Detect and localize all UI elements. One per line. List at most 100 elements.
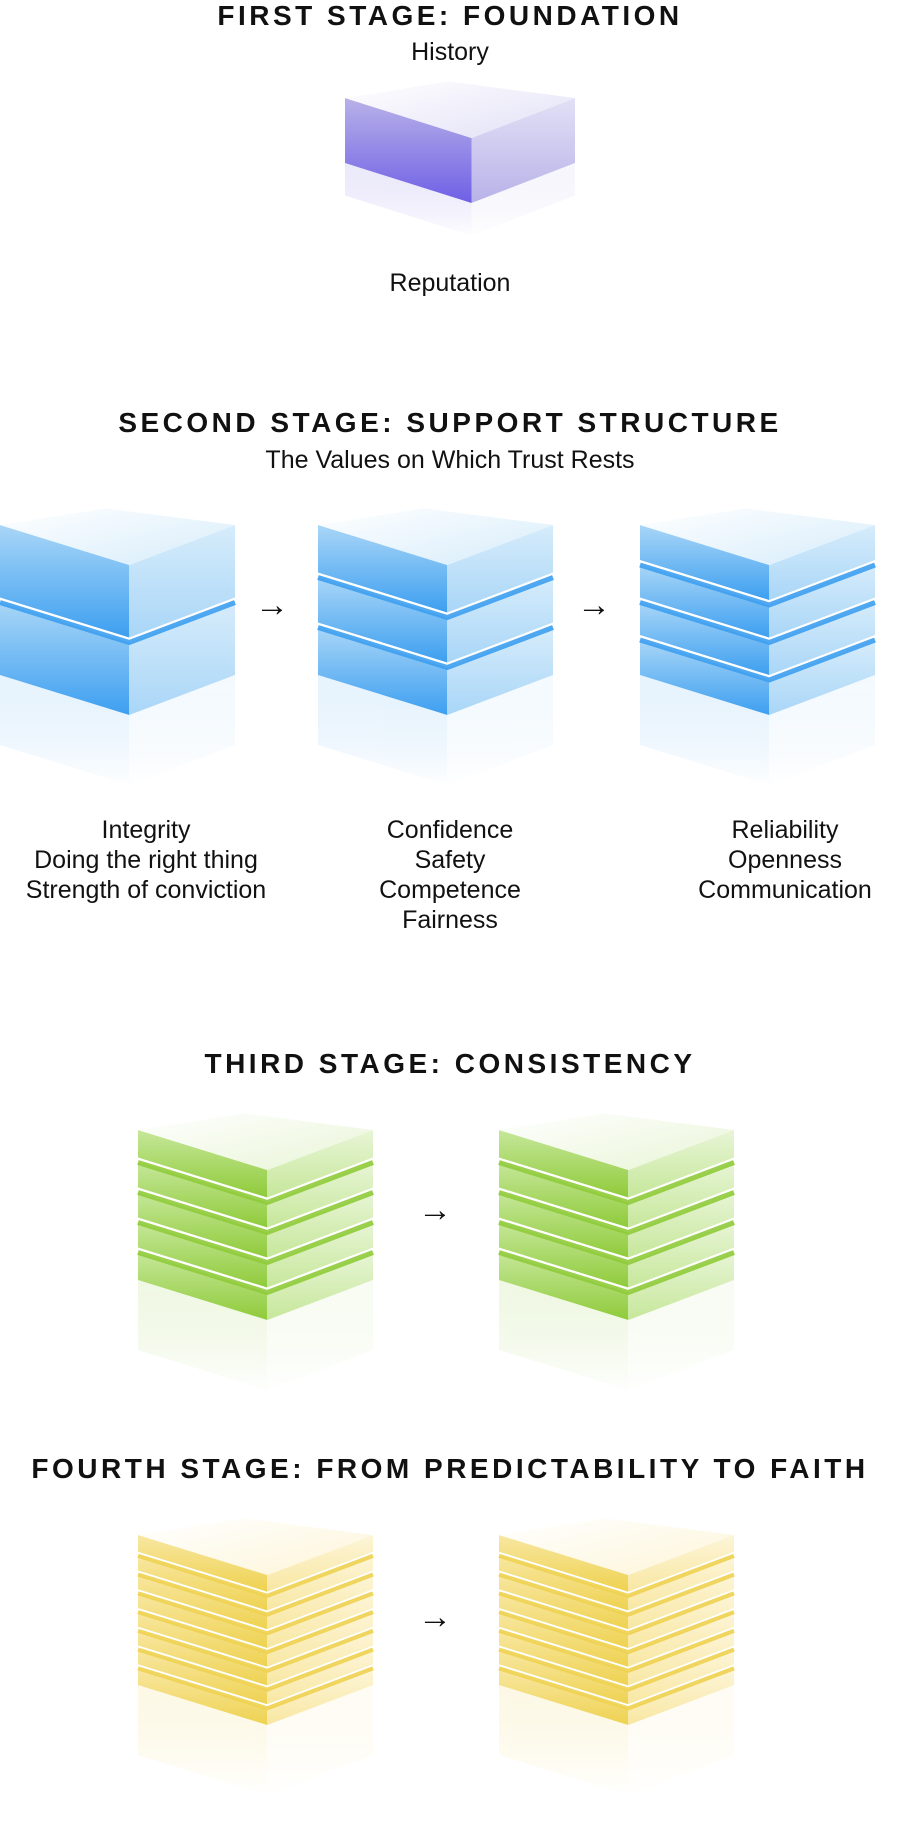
stage-2-block-1 [0,508,237,789]
block-top-face [345,81,575,138]
block-layer-right-face [129,602,235,715]
block-layer-left-face [499,1130,629,1198]
block-layer-edge [498,1160,735,1206]
block-layer-right-face [447,627,553,715]
caption-line: Openness [728,846,842,874]
block-layer-edge [137,1250,374,1296]
block-layer-edge [498,1250,735,1296]
block-layer-left-face [345,98,472,203]
block-top-face [640,508,875,565]
block-layer-left-face [499,1252,629,1320]
stage-1-title: FIRST STAGE: FOUNDATION [217,0,683,31]
block-layer-left-face [499,1649,629,1705]
block-layer-left-face [499,1574,629,1630]
block-layer-left-face [0,525,130,638]
block-layer-left-face [318,577,448,663]
block-layer-edge [137,1647,374,1692]
block-layer-left-face [499,1668,629,1725]
caption-line: Doing the right thing [34,846,258,874]
block-layer-right-face [471,98,575,203]
block-layer-edge [317,575,554,621]
stage-4-block-2 [497,1518,736,1799]
stage-1-block [343,81,577,240]
block-layer-left-face [640,640,770,715]
block-layer-right-face [267,1574,373,1630]
block-layer-edge [498,1628,735,1673]
block-layer-edge [137,1220,374,1266]
block-layer-left-face [138,1162,268,1228]
block-layer-left-face [138,1535,268,1592]
block-layer-right-face [628,1630,734,1686]
block-layer-edge [498,1572,735,1617]
block-layer-left-face [138,1612,268,1667]
stage-1-caption: Reputation [350,268,550,298]
stage-2-subtitle: The Values on Which Trust Rests [265,446,635,474]
block-layer-edge [639,637,876,683]
block-layer-left-face [138,1649,268,1705]
block-layer-left-face [640,525,770,600]
block-layer-left-face [499,1612,629,1667]
block-layer-left-face [138,1222,268,1288]
caption-line: Safety [414,846,486,874]
block-top-face [138,1113,373,1170]
block-layer-left-face [499,1192,629,1258]
block-layer-edge [498,1190,735,1236]
block-layer-edge [137,1591,374,1636]
block-layer-right-face [628,1612,734,1667]
block-layer-right-face [267,1555,373,1611]
stage-2-block-3 [638,508,877,789]
block-top-face [499,1113,734,1170]
block-layer-right-face [267,1612,373,1667]
block-layer-left-face [499,1162,629,1228]
stage-2-caption-1: Integrity Doing the right thing Strength… [0,815,292,905]
block-layer-left-face [499,1593,629,1648]
block-layer-edge [639,600,876,646]
caption-line: Reputation [389,269,511,297]
block-layer-right-face [267,1535,373,1592]
block-layer-edge [137,1553,374,1598]
block-layer-right-face [628,1593,734,1648]
block-layer-left-face [499,1535,629,1592]
block-layer-right-face [769,640,875,715]
caption-line: Reliability [731,816,839,844]
stage-3-title: THIRD STAGE: CONSISTENCY [204,1048,696,1079]
block-layer-right-face [628,1535,734,1592]
block-layer-left-face [318,627,448,715]
block-layer-right-face [628,1668,734,1725]
block-layer-left-face [640,602,770,675]
caption-line: Confidence [386,816,514,844]
block-layer-right-face [628,1555,734,1611]
block-layer-right-face [267,1222,373,1288]
block-top-face [138,1518,373,1575]
block-layer-right-face [628,1130,734,1198]
stage-2-caption-2: Confidence Safety Competence Fairness [350,815,550,935]
caption-line: Competence [379,876,521,904]
block-layer-right-face [267,1162,373,1228]
block-layer-edge [639,562,876,608]
stage-4-block-1 [136,1518,375,1799]
block-layer-edge [498,1666,735,1711]
block-layer-right-face [769,525,875,600]
block-layer-edge [137,1160,374,1206]
block-layer-right-face [447,525,553,613]
block-layer-left-face [138,1192,268,1258]
block-layer-right-face [769,565,875,638]
block-layer-right-face [628,1192,734,1258]
arrow-icon: → [255,586,289,624]
block-layer-left-face [138,1668,268,1725]
arrow-icon: → [418,1598,452,1636]
block-layer-left-face [138,1252,268,1320]
block-top-face [318,508,553,565]
block-layer-edge [137,1190,374,1236]
block-layer-right-face [447,577,553,663]
block-layer-right-face [267,1593,373,1648]
block-layer-left-face [138,1630,268,1686]
caption-line: Communication [698,876,872,904]
block-layer-right-face [628,1649,734,1705]
block-layer-edge [137,1572,374,1617]
block-layer-left-face [138,1574,268,1630]
stage-3-block-2 [497,1113,736,1394]
arrow-icon: → [577,586,611,624]
block-layer-left-face [318,525,448,613]
caption-line: Strength of conviction [25,876,267,904]
